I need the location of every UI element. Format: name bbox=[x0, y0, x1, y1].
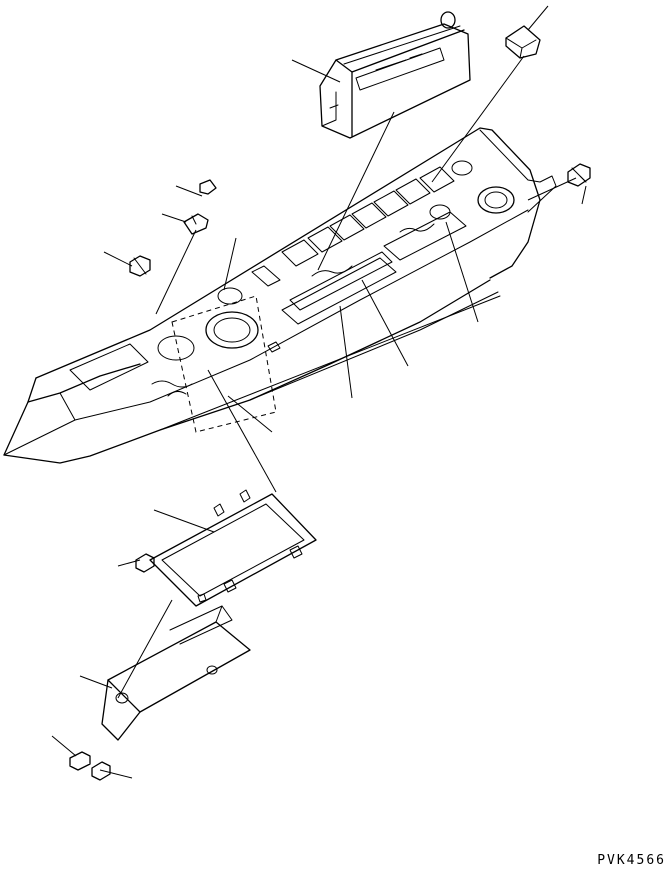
mounting-plate bbox=[149, 489, 317, 607]
drawing-reference-code: PVK4566 bbox=[597, 853, 666, 868]
screw-right bbox=[567, 163, 591, 187]
assembly-lines bbox=[117, 55, 577, 699]
callout-leaders bbox=[51, 5, 587, 779]
bolt-upper-left bbox=[199, 179, 217, 195]
lower-screw-1 bbox=[69, 751, 91, 771]
bolt-with-washer-left bbox=[183, 213, 209, 235]
screw-left bbox=[129, 255, 151, 277]
lower-bracket bbox=[101, 605, 251, 741]
plate-screw bbox=[135, 553, 155, 573]
radio-unit bbox=[319, 11, 471, 139]
lower-screw-2 bbox=[91, 761, 111, 781]
connector-part bbox=[505, 25, 541, 59]
console-panel bbox=[3, 127, 557, 464]
